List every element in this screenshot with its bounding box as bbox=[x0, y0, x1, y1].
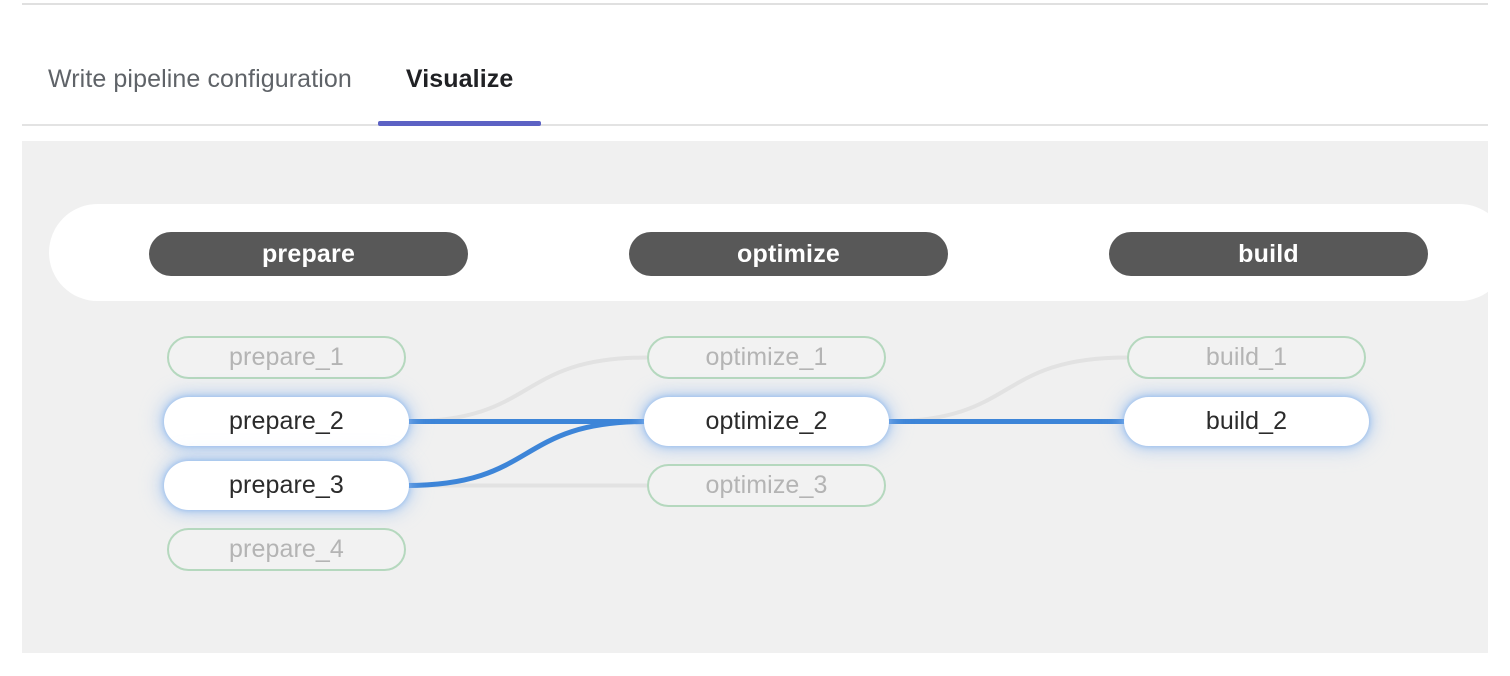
job-node-prepare_3[interactable]: prepare_3 bbox=[167, 464, 406, 507]
edge-prepare_3-to-optimize_2 bbox=[403, 419, 650, 488]
tab-visualize[interactable]: Visualize bbox=[377, 34, 542, 126]
stage-pill-optimize[interactable]: optimize bbox=[629, 232, 948, 276]
job-node-optimize_2[interactable]: optimize_2 bbox=[647, 400, 886, 443]
job-node-prepare_1[interactable]: prepare_1 bbox=[167, 336, 406, 379]
top-divider bbox=[22, 3, 1488, 5]
edge-optimize_2-to-build_1 bbox=[884, 355, 1129, 424]
stage-pill-label: prepare bbox=[261, 239, 356, 268]
job-node-label: prepare_1 bbox=[229, 343, 344, 371]
stage-pill-label: optimize bbox=[737, 239, 840, 268]
tab-write-pipeline-configuration[interactable]: Write pipeline configuration bbox=[22, 34, 378, 124]
tab-label: Write pipeline configuration bbox=[48, 64, 352, 93]
job-node-optimize_1[interactable]: optimize_1 bbox=[647, 336, 886, 379]
job-node-prepare_4[interactable]: prepare_4 bbox=[167, 528, 406, 571]
job-node-build_2[interactable]: build_2 bbox=[1127, 400, 1366, 443]
job-node-label: optimize_3 bbox=[705, 471, 828, 499]
stage-pill-prepare[interactable]: prepare bbox=[149, 232, 468, 276]
tab-bar: Write pipeline configuration Visualize bbox=[22, 34, 1488, 126]
edge-prepare_2-to-optimize_1 bbox=[404, 355, 649, 424]
job-node-label: prepare_4 bbox=[229, 535, 344, 563]
job-node-label: prepare_3 bbox=[229, 471, 344, 499]
job-node-label: build_2 bbox=[1205, 407, 1288, 435]
job-node-label: prepare_2 bbox=[229, 407, 344, 435]
job-node-optimize_3[interactable]: optimize_3 bbox=[647, 464, 886, 507]
job-node-label: build_1 bbox=[1205, 343, 1288, 371]
stage-pill-build[interactable]: build bbox=[1109, 232, 1428, 276]
job-node-label: optimize_2 bbox=[705, 407, 828, 435]
active-tab-underline bbox=[377, 121, 542, 126]
job-node-build_1[interactable]: build_1 bbox=[1127, 336, 1366, 379]
job-node-prepare_2[interactable]: prepare_2 bbox=[167, 400, 406, 443]
stage-pill-label: build bbox=[1238, 239, 1299, 268]
tab-label: Visualize bbox=[405, 64, 514, 93]
job-node-label: optimize_1 bbox=[705, 343, 828, 371]
